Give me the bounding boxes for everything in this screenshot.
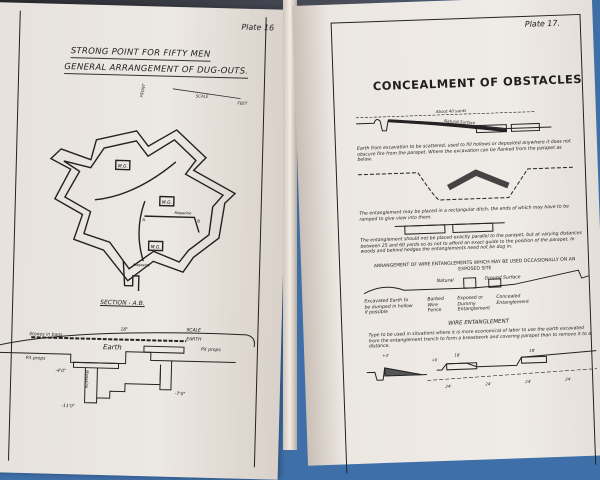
label-pit-props-2: Pit props <box>200 347 221 354</box>
label-depth-7: -7'0" <box>174 391 186 398</box>
label-exposed: Exposed or Dummy Entanglement <box>457 295 491 313</box>
section-ab-drawing: SCALE <box>0 327 255 404</box>
arrangement-profile <box>363 269 589 295</box>
obstacle-profile-1 <box>355 111 552 134</box>
dim-24-4: 24' <box>565 376 572 382</box>
label-pit-props-1: Pit props <box>25 356 46 362</box>
plan-label-magazine: Magazine <box>174 211 191 215</box>
plate-number: Plate 16 <box>241 22 275 33</box>
label-depth-11: -11'0" <box>61 404 76 410</box>
wire-entanglement-profile <box>366 350 597 381</box>
section-title: SECTION - A.B. <box>100 298 145 308</box>
label-natural: Natural <box>436 278 454 285</box>
flanked-ditch-drawing <box>357 166 573 201</box>
label-earth-top: EARTH <box>186 337 202 343</box>
book-spine <box>283 0 297 450</box>
plan-label-mg-1: M.G. <box>118 163 128 169</box>
dim-24-2: 24' <box>485 381 492 387</box>
plate-number: Plate 17. <box>524 18 561 29</box>
label-barbed-wire: Barbed Wire Fence <box>427 296 444 314</box>
left-page: Plate 16 STRONG POINT FOR FIFTY MEN GENE… <box>0 2 290 480</box>
dim-plus3: +3' <box>382 352 390 359</box>
label-stones: Stones in bags <box>29 332 63 339</box>
strong-point-plan: M.G. M.G. M.G. Magazine Magazine A B <box>49 129 237 292</box>
dim-24-3: 24' <box>525 378 532 385</box>
label-thickness: 18" <box>120 327 129 333</box>
dim-18-1: 18' <box>454 352 461 358</box>
label-earth: Earth <box>102 343 122 352</box>
section-scale-label: SCALE <box>186 327 201 333</box>
scale-unit: FEET <box>237 100 248 106</box>
right-page: Plate 17. CONCEALMENT OF OBSTACLES About… <box>292 0 600 474</box>
scale-label: SCALE <box>195 93 209 99</box>
dim-plus0: +0 <box>431 357 438 363</box>
plan-label-a: A <box>142 217 145 222</box>
scale-bar <box>172 88 241 99</box>
label-depth-4: -4'0" <box>55 368 67 375</box>
label-excavated-earth: Excavated Earth to be dumped in hollow i… <box>364 298 413 316</box>
plan-label-mg-2: M.G. <box>162 200 172 206</box>
label-section-magazine: Magazine <box>84 370 90 389</box>
dim-18-2: 18' <box>529 347 536 353</box>
plan-label-mg-3: M.G. <box>151 244 161 250</box>
rectangular-ditch-drawing <box>394 222 505 235</box>
dim-24-1: 24' <box>445 383 452 389</box>
label-concealed: Concealed Entanglement <box>496 294 529 306</box>
plan-label-magazine-2: Magazine <box>133 263 150 267</box>
plan-label-b: B <box>197 219 200 224</box>
